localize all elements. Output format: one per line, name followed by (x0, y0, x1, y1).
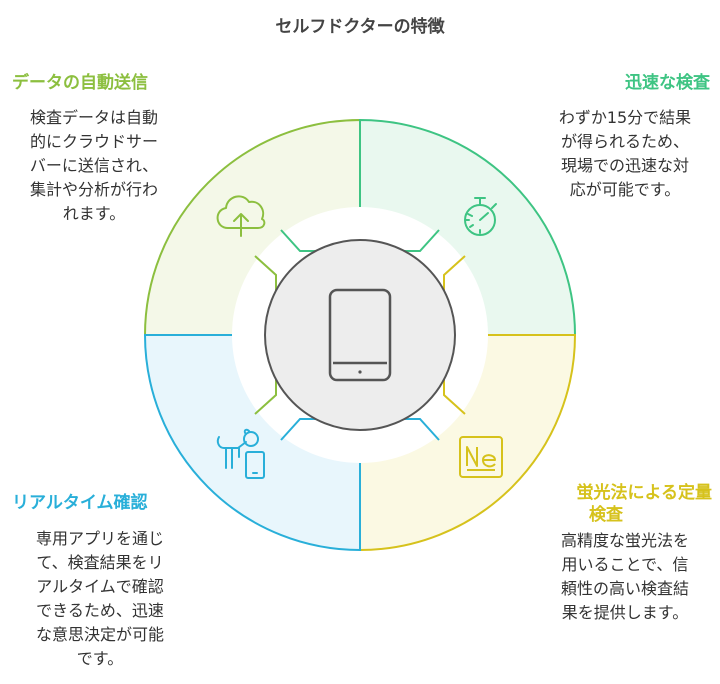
text-line: 集計や分析が行わ (29, 180, 158, 199)
center-circle (264, 239, 456, 431)
heading-fluorescence-line1: 蛍光法による定量 (576, 483, 713, 503)
text-fluorescence: 高精度な蛍光法を用いることで、信頼性の高い検査結果を提供します。 (540, 529, 710, 625)
heading-realtime: リアルタイム確認 (12, 493, 148, 513)
text-line: 応が可能です。 (569, 180, 681, 199)
diagram-title: セルフドクターの特徴 (275, 17, 445, 37)
text-line: 頼性の高い検査結 (560, 579, 689, 598)
text-line: な意思決定が可能 (35, 625, 164, 644)
text-line: です。 (76, 649, 124, 668)
text-line: れます。 (62, 204, 126, 223)
tablet-icon (328, 288, 392, 382)
text-line: 専用アプリを通じ (35, 529, 164, 548)
text-line: できるため、迅速 (36, 601, 164, 620)
cloud-upload-icon (216, 195, 266, 237)
text-line: て、検査結果をリ (36, 553, 164, 572)
text-line: 現場での迅速な対 (560, 156, 689, 175)
text-line: 用いることで、信 (561, 555, 689, 574)
text-line: アルタイムで確認 (36, 577, 164, 596)
text-line: 高精度な蛍光法を (560, 531, 689, 550)
neon-sign-icon (459, 436, 503, 478)
dog-phone-icon (216, 428, 265, 479)
stopwatch-icon (464, 197, 497, 236)
text-line: バーに送信され、 (29, 156, 159, 175)
text-realtime: 専用アプリを通じて、検査結果をリアルタイムで確認できるため、迅速な意思決定が可能… (10, 527, 190, 671)
text-line: が得られるため、 (560, 132, 689, 151)
heading-fluorescence-line2: 検査 (589, 505, 623, 525)
text-data-send: 検査データは自動的にクラウドサーバーに送信され、集計や分析が行われます。 (10, 106, 178, 226)
text-line: 検査データは自動 (29, 108, 158, 127)
text-line: 的にクラウドサー (29, 132, 158, 151)
heading-data-send: データの自動送信 (12, 73, 148, 93)
text-line: 果を提供します。 (561, 603, 689, 622)
text-line: わずか15分で結果 (558, 108, 692, 127)
text-fast-test: わずか15分で結果が得られるため、現場での迅速な対応が可能です。 (540, 106, 710, 202)
heading-fast-test: 迅速な検査 (625, 73, 710, 93)
